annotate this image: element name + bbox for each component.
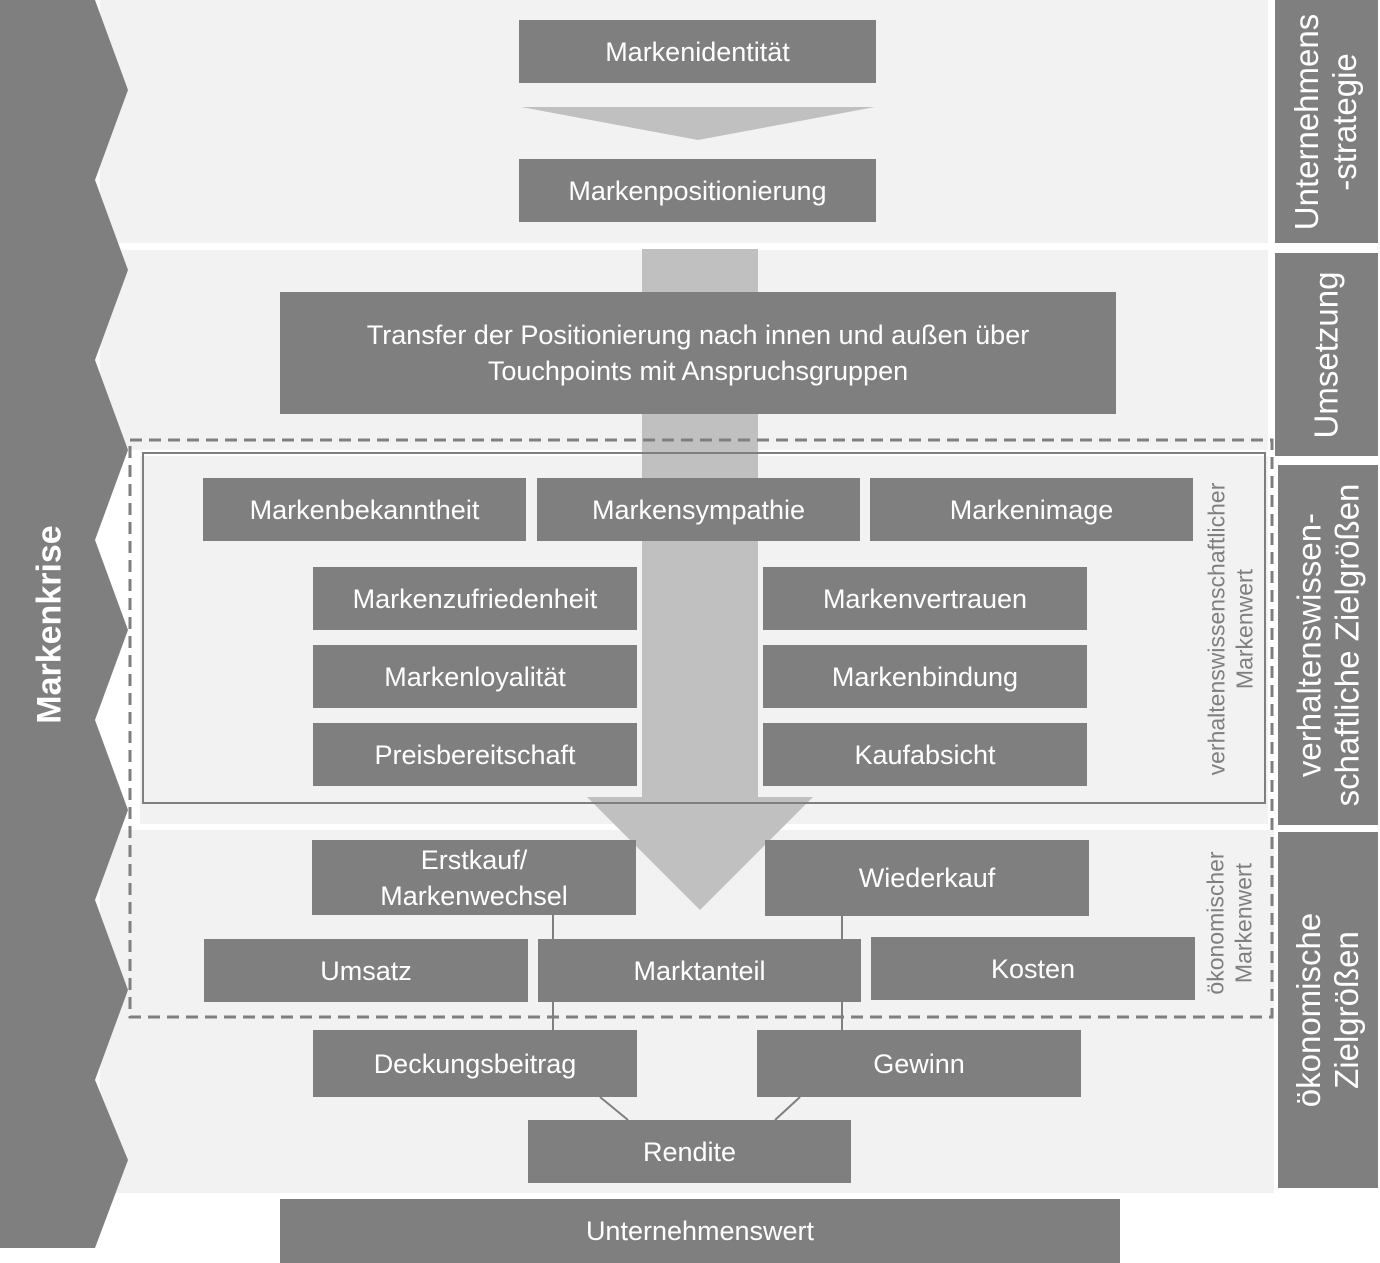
label-verhalten-markenwert-text: verhaltenswissenschaftlicher Markenwert [1203, 482, 1257, 776]
markenkrise-chevron [0, 0, 128, 1248]
box-kosten: Kosten [871, 937, 1195, 1000]
box-markenzufriedenheit: Markenzufriedenheit [313, 567, 637, 630]
sidebar-oekonomisch: ökonomische Zielgrößen [1278, 832, 1378, 1188]
arrow-head [587, 797, 813, 910]
box-rendite: Rendite [528, 1120, 851, 1183]
sidebar-umsetzung: Umsetzung [1275, 253, 1378, 456]
sidebar-unternehmensstrategie-text: Unternehmens -strategie [1288, 13, 1364, 230]
box-markenidentitaet: Markenidentität [519, 20, 876, 83]
box-gewinn: Gewinn [757, 1030, 1081, 1097]
label-verhalten-markenwert: verhaltenswissenschaftlicher Markenwert [1195, 455, 1265, 803]
box-kaufabsicht: Kaufabsicht [763, 723, 1087, 786]
box-erstkauf: Erstkauf/ Markenwechsel [312, 840, 636, 915]
sidebar-verhaltenswissenschaftlich: verhaltenswissen- schaftliche Zielgrößen [1278, 465, 1378, 825]
box-markenloyalitaet: Markenloyalität [313, 645, 637, 708]
box-markenpositionierung: Markenpositionierung [519, 159, 876, 222]
box-markenbekanntheit: Markenbekanntheit [203, 478, 526, 541]
box-markensympathie: Markensympathie [537, 478, 860, 541]
box-transfer: Transfer der Positionierung nach innen u… [280, 292, 1116, 414]
box-unternehmenswert: Unternehmenswert [280, 1199, 1120, 1263]
box-marktanteil: Marktanteil [538, 939, 861, 1002]
box-preisbereitschaft: Preisbereitschaft [313, 723, 637, 786]
oekonomisch-dashed-border [128, 438, 1274, 1019]
arrow-down-triangle [521, 107, 875, 140]
label-oekonomisch-markenwert: ökonomischer Markenwert [1195, 830, 1265, 1015]
box-markenimage: Markenimage [870, 478, 1193, 541]
verhalten-solid-border [142, 452, 1266, 804]
box-wiederkauf: Wiederkauf [765, 840, 1089, 916]
sidebar-oekonomisch-text: ökonomische Zielgrößen [1290, 912, 1366, 1108]
sidebar-unternehmensstrategie: Unternehmens -strategie [1275, 0, 1378, 243]
box-umsatz: Umsatz [204, 939, 528, 1002]
sidebar-verhaltenswissenschaftlich-text: verhaltenswissen- schaftliche Zielgrößen [1290, 483, 1366, 807]
connector-gewinn-rendite [774, 1096, 801, 1121]
connector-deckung-rendite [599, 1096, 629, 1121]
box-deckungsbeitrag: Deckungsbeitrag [313, 1030, 637, 1097]
sidebar-umsetzung-text: Umsetzung [1307, 271, 1345, 438]
box-markenvertrauen: Markenvertrauen [763, 567, 1087, 630]
label-oekonomisch-markenwert-text: ökonomischer Markenwert [1203, 850, 1257, 995]
box-markenbindung: Markenbindung [763, 645, 1087, 708]
